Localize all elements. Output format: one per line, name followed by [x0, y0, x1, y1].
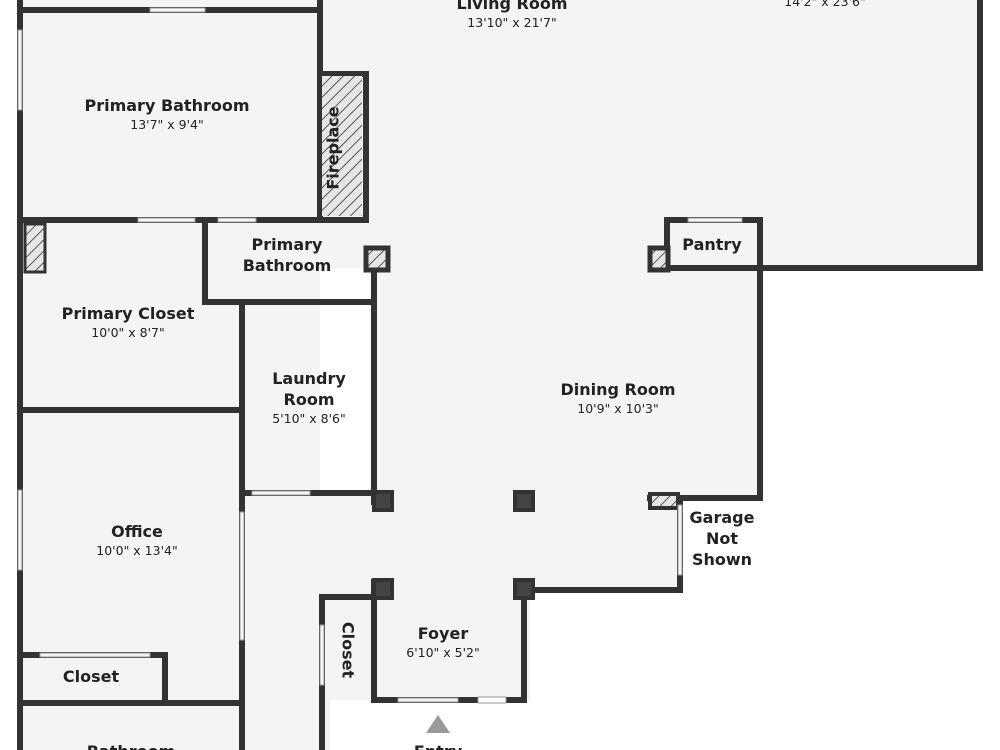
floor-fill	[20, 0, 980, 750]
dining-room-label: Dining Room 10'9" x 10'3"	[560, 379, 675, 418]
closet-vertical-label: Closet	[338, 621, 358, 679]
column-hatch-left	[363, 245, 391, 273]
bottom-bathroom-name: Bathroom	[87, 741, 176, 750]
living-room-label: Living Room 13'10" x 21'7"	[457, 0, 568, 32]
post-4	[513, 578, 535, 600]
column-hatch-garage	[648, 492, 680, 510]
pantry-label: Pantry	[682, 234, 741, 255]
garage-line1: Garage	[689, 508, 755, 527]
office-label: Office 10'0" x 13'4"	[96, 521, 177, 560]
garage-line3: Shown	[691, 550, 753, 569]
office-closet-name: Closet	[62, 667, 120, 686]
entry-name: Entry	[414, 741, 462, 750]
top-right-room-label: 14'2" x 23'6"	[784, 0, 865, 11]
foyer-dims: 6'10" x 5'2"	[406, 645, 480, 660]
living-room-dims: 13'10" x 21'7"	[467, 15, 557, 30]
primary-closet-label: Primary Closet 10'0" x 8'7"	[62, 303, 195, 342]
windows	[18, 8, 742, 702]
chase-hatch	[23, 222, 47, 274]
office-name: Office	[111, 522, 163, 541]
primary-closet-name: Primary Closet	[61, 304, 195, 323]
post-2	[513, 490, 535, 512]
office-dims: 10'0" x 13'4"	[96, 543, 178, 558]
pantry-name: Pantry	[682, 235, 742, 254]
bottom-bathroom-label: Bathroom	[87, 741, 176, 750]
post-1	[372, 490, 394, 512]
top-right-room-dims: 14'2" x 23'6"	[784, 0, 866, 9]
post-3	[372, 578, 394, 600]
small-bathroom-line2: Bathroom	[242, 256, 332, 275]
fireplace-label: Fireplace	[323, 106, 343, 190]
small-bathroom-line1: Primary	[251, 235, 323, 254]
primary-closet-dims: 10'0" x 8'7"	[91, 325, 165, 340]
dining-room-dims: 10'9" x 10'3"	[577, 401, 659, 416]
small-bathroom-label: Primary Bathroom	[243, 234, 332, 276]
fireplace-hatch	[322, 76, 362, 216]
garage-label: Garage Not Shown	[690, 507, 755, 570]
laundry-room-line2: Room	[283, 390, 335, 409]
primary-bathroom-dims: 13'7" x 9'4"	[130, 117, 204, 132]
window-frames	[17, 7, 743, 704]
primary-bathroom-name: Primary Bathroom	[84, 96, 250, 115]
laundry-room-dims: 5'10" x 8'6"	[272, 411, 346, 426]
entry-arrow-icon	[426, 715, 450, 733]
laundry-room-label: Laundry Room 5'10" x 8'6"	[272, 368, 346, 428]
primary-bathroom-label: Primary Bathroom 13'7" x 9'4"	[84, 95, 249, 134]
foyer-label: Foyer 6'10" x 5'2"	[406, 623, 479, 662]
office-closet-label: Closet	[63, 666, 119, 687]
entry-label: Entry	[414, 741, 462, 750]
laundry-room-line1: Laundry	[272, 369, 346, 388]
living-room-name: Living Room	[456, 0, 568, 13]
foyer-name: Foyer	[417, 624, 469, 643]
dining-room-name: Dining Room	[560, 380, 676, 399]
garage-line2: Not	[705, 529, 739, 548]
column-hatch-right	[647, 245, 671, 273]
